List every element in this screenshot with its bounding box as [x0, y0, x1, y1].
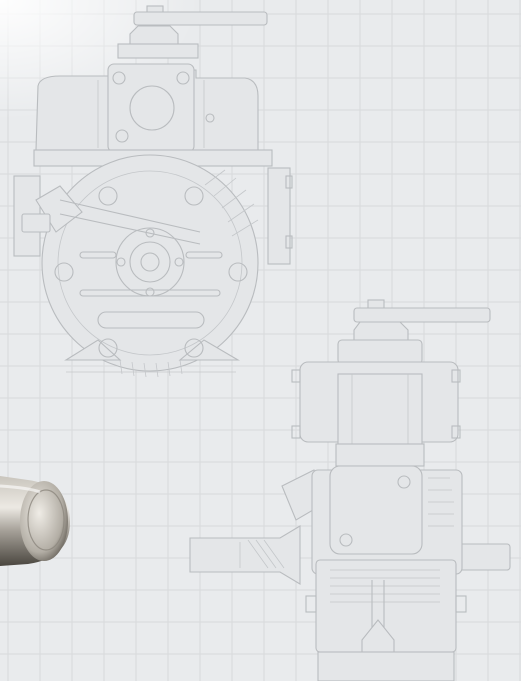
pump-front-view-drawing — [13, 5, 293, 378]
pump-side-view-drawing — [189, 299, 511, 681]
metal-cylinder-photo — [0, 476, 70, 566]
